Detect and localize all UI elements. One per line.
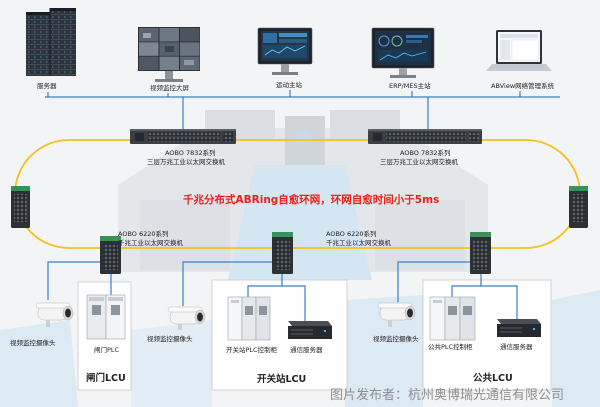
core-switch-model: AOBO 7832系列 [165, 149, 216, 157]
erp-mes-caption: ERP/MES主站 [389, 82, 431, 90]
dam-background [118, 110, 488, 280]
abview-caption: ABView网络管理系统 [491, 82, 555, 90]
water-background [0, 290, 600, 407]
din-switch-icon [11, 186, 30, 228]
rack-server-icon [497, 319, 541, 337]
core-switch-desc: 三层万兆工业以太网交换机 [147, 158, 225, 166]
core-switch-desc: 三层万兆工业以太网交换机 [380, 158, 458, 166]
server-rack-icon [26, 8, 76, 76]
camera-icon [377, 302, 416, 327]
video-wall-icon [138, 27, 200, 82]
din-switch-icon [272, 232, 293, 274]
core-switch-model: AOBO 7832系列 [400, 149, 451, 157]
rack-server-icon [288, 321, 332, 339]
camera-caption: 视频监控摄像头 [147, 335, 193, 343]
monitor-icon [371, 27, 435, 78]
din-switch-icon [100, 236, 121, 274]
lcu-label-switchyard: 开关站LCU [257, 374, 307, 385]
switchyard-plc-caption: 开关站PLC控制柜 [226, 346, 278, 354]
common-plc-caption: 公共PLC控制柜 [428, 343, 473, 351]
lcu-label-gate: 闸门LCU [86, 373, 126, 384]
din-switch-icon [470, 232, 491, 274]
video-wall-caption: 视频监控大屏 [150, 84, 189, 92]
plc-cabinet-icon [429, 296, 476, 341]
core-switch-icon [130, 129, 236, 144]
lcu-label-common: 公共LCU [473, 373, 513, 384]
server-caption: 服务器 [37, 82, 57, 90]
din-switch-icon [569, 186, 588, 228]
camera-caption: 视频监控摄像头 [373, 335, 419, 343]
link-lines [45, 90, 560, 321]
camera-icon [35, 302, 74, 327]
ring-headline: 千兆分布式ABRing自愈环网，环网自愈时间小于5ms [183, 194, 440, 206]
gate-plc-caption: 闸门PLC [94, 346, 120, 354]
access-switch-model: AOBO 6220系列 [118, 230, 169, 238]
plc-cabinet-icon [227, 296, 271, 341]
access-switch-desc: 千兆工业以太网交换机 [326, 239, 391, 247]
camera-caption: 视频监控摄像头 [10, 339, 56, 347]
camera-icon [167, 306, 206, 330]
comm-server-caption: 通信服务器 [290, 346, 323, 354]
comm-server-caption: 通信服务器 [500, 343, 533, 351]
access-switch-model: AOBO 6220系列 [326, 230, 377, 238]
plc-cabinet-icon [86, 294, 126, 340]
master-station-caption: 运动主站 [276, 81, 302, 89]
access-switch-desc: 千兆工业以太网交换机 [118, 239, 183, 247]
laptop-icon [486, 30, 552, 71]
core-switch-icon [368, 129, 482, 144]
monitor-icon [257, 27, 313, 75]
publisher-watermark: 图片发布者：杭州奥博瑞光通信有限公司 [330, 388, 565, 403]
